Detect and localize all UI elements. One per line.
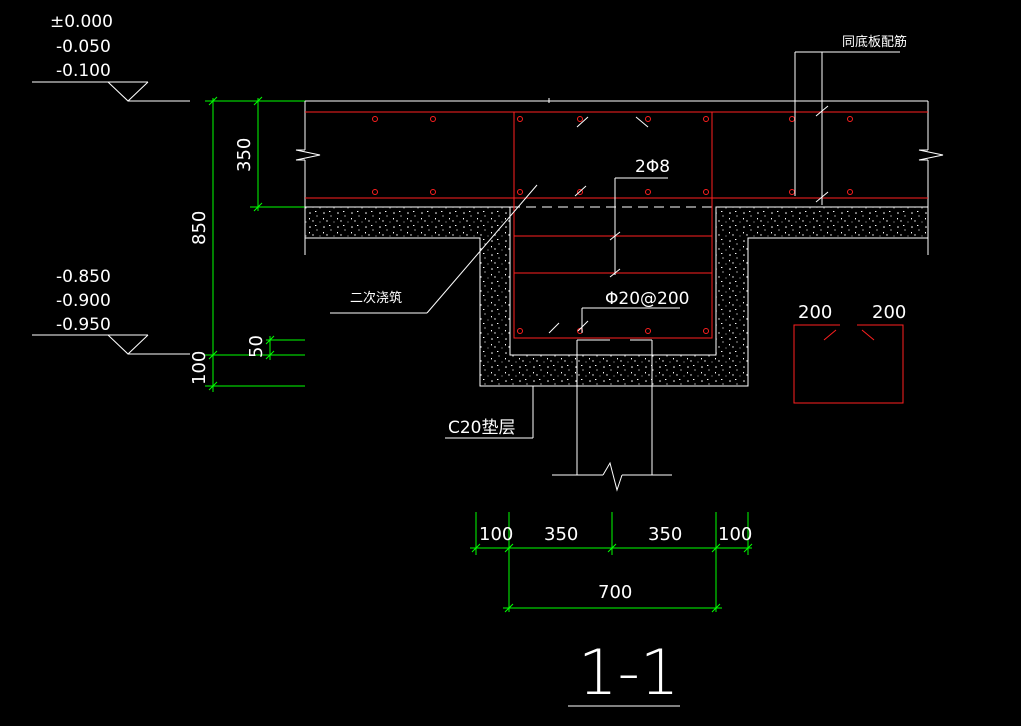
note-slab-rebar: 同底板配筋 <box>842 34 907 50</box>
section-title: 1-1 <box>578 636 679 709</box>
elevation-mark-bottom: -0.850 -0.900 -0.950 <box>32 267 190 355</box>
note-stirrups: Φ20@200 <box>605 289 689 309</box>
dim-350: 350 <box>234 138 255 172</box>
elevation-label: -0.100 <box>56 61 111 81</box>
dim-bottom-350-left: 350 <box>544 524 578 545</box>
note-top-bars: 2Φ8 <box>635 157 670 177</box>
detail-dim-left: 200 <box>798 302 832 323</box>
elevation-label: ±0.000 <box>50 12 113 32</box>
pipe-below <box>552 339 672 492</box>
dim-bottom-100-left: 100 <box>479 524 513 545</box>
dim-850: 850 <box>189 211 210 245</box>
leaders <box>330 51 900 439</box>
elevation-mark-top: ±0.000 -0.050 -0.100 <box>32 12 190 102</box>
elevation-label: -0.950 <box>56 315 111 335</box>
left-dimensions <box>205 96 305 392</box>
note-secondary-pour: 二次浇筑 <box>350 290 402 306</box>
slab-outline <box>295 98 944 255</box>
dim-bottom-700: 700 <box>598 582 632 603</box>
detail-dim-right: 200 <box>872 302 906 323</box>
note-cushion: C20垫层 <box>448 418 516 438</box>
dim-100: 100 <box>189 351 210 385</box>
elevation-label: -0.050 <box>56 37 111 57</box>
dim-bottom-100-right: 100 <box>718 524 752 545</box>
elevation-label: -0.900 <box>56 291 111 311</box>
bottom-dimensions <box>470 512 753 613</box>
dim-bottom-350-right: 350 <box>648 524 682 545</box>
elevation-label: -0.850 <box>56 267 111 287</box>
stirrup-detail <box>793 324 904 404</box>
dim-50: 50 <box>246 335 267 358</box>
rebar <box>305 111 928 339</box>
